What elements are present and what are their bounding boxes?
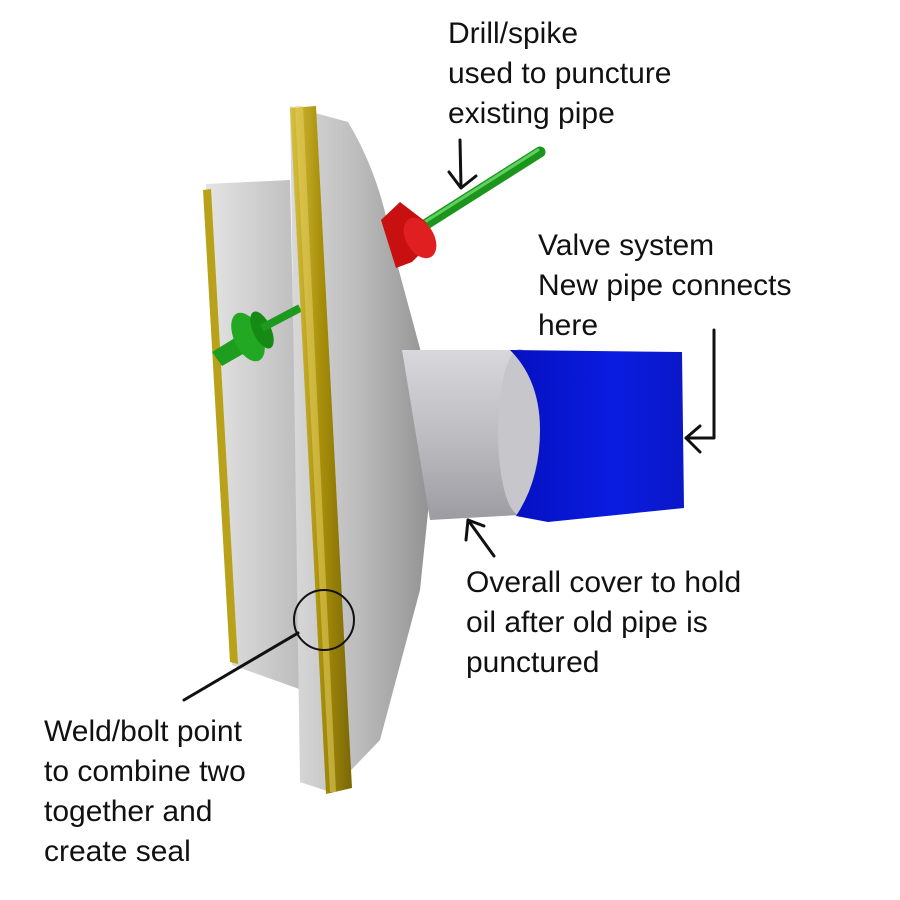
weld-bolt-point-label: Weld/bolt point to combine two together … [44,712,246,872]
arrow-to-valve [684,328,716,454]
overall-cover-label: Overall cover to hold oil after old pipe… [466,563,741,683]
valve-system-label: Valve system New pipe connects here [538,226,791,346]
weld-point-marker [182,589,355,702]
outlet-pipe [402,349,542,520]
spike-rear-end [212,304,302,366]
weld-label-line: together and [44,795,213,828]
cover-label-line: Overall cover to hold [466,566,742,599]
drill-label-line: existing pipe [448,97,615,130]
drill-spike-label: Drill/spike used to puncture existing pi… [448,14,672,134]
arrow-to-cover [464,518,496,558]
cover-label-line: oil after old pipe is [466,606,708,639]
valve-label-line: New pipe connects [538,269,792,302]
weld-label-line: to combine two [44,755,246,788]
arrow-to-spike [447,138,478,190]
drill-label-line: used to puncture [448,57,672,90]
front-flange-trim [290,106,352,794]
valve-label-line: here [538,309,599,342]
cover-label-line: punctured [466,646,600,679]
drill-label-line: Drill/spike [448,17,579,50]
valve-label-line: Valve system [538,229,715,262]
valve-block [510,350,684,522]
back-flange-plate [203,180,302,690]
weld-label-line: create seal [44,835,191,868]
drill-spike [381,146,546,268]
weld-label-line: Weld/bolt point [44,715,242,748]
